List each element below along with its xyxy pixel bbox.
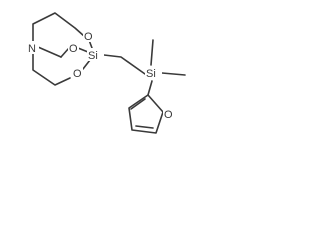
atom-label-nitrogen: N: [28, 43, 36, 55]
bond-n-cage-lower-arm: [32, 51, 71, 86]
furan-double-bond-1: [130, 98, 146, 110]
bond-n-cage-top-arm: [32, 12, 85, 43]
bond-o-lower-si: [82, 59, 91, 70]
atom-label-silicon-atrane: Si: [88, 50, 98, 62]
bond-n-cage-middle-arm-1: [37, 46, 62, 58]
atom-label-oxygen-upper: O: [84, 31, 93, 43]
bond-si-furan: [147, 80, 153, 96]
furan-ring: [128, 94, 164, 134]
bond-si-methyl-upper: [150, 39, 154, 66]
furan-double-bond-2: [135, 125, 154, 129]
molecule-drawing: N O O O Si Si O: [27, 12, 186, 134]
bond-ethylene-bridge: [103, 54, 146, 75]
linker: [103, 39, 186, 96]
furan-ring-outline: [128, 94, 164, 134]
atom-label-oxygen-middle: O: [69, 43, 78, 55]
bond-o-mid-si: [77, 47, 89, 53]
structure-canvas: N O O O Si Si O: [0, 0, 205, 156]
atom-label-oxygen-furan: O: [164, 109, 173, 121]
atom-label-silicon-dimethyl: Si: [146, 68, 156, 80]
atom-labels: N O O O Si Si O: [27, 29, 174, 121]
bond-si-methyl-right: [161, 72, 186, 76]
atrane-cage: [32, 12, 93, 86]
atom-label-oxygen-lower: O: [73, 68, 82, 80]
bond-n-cage-middle-arm-2: [60, 47, 70, 58]
